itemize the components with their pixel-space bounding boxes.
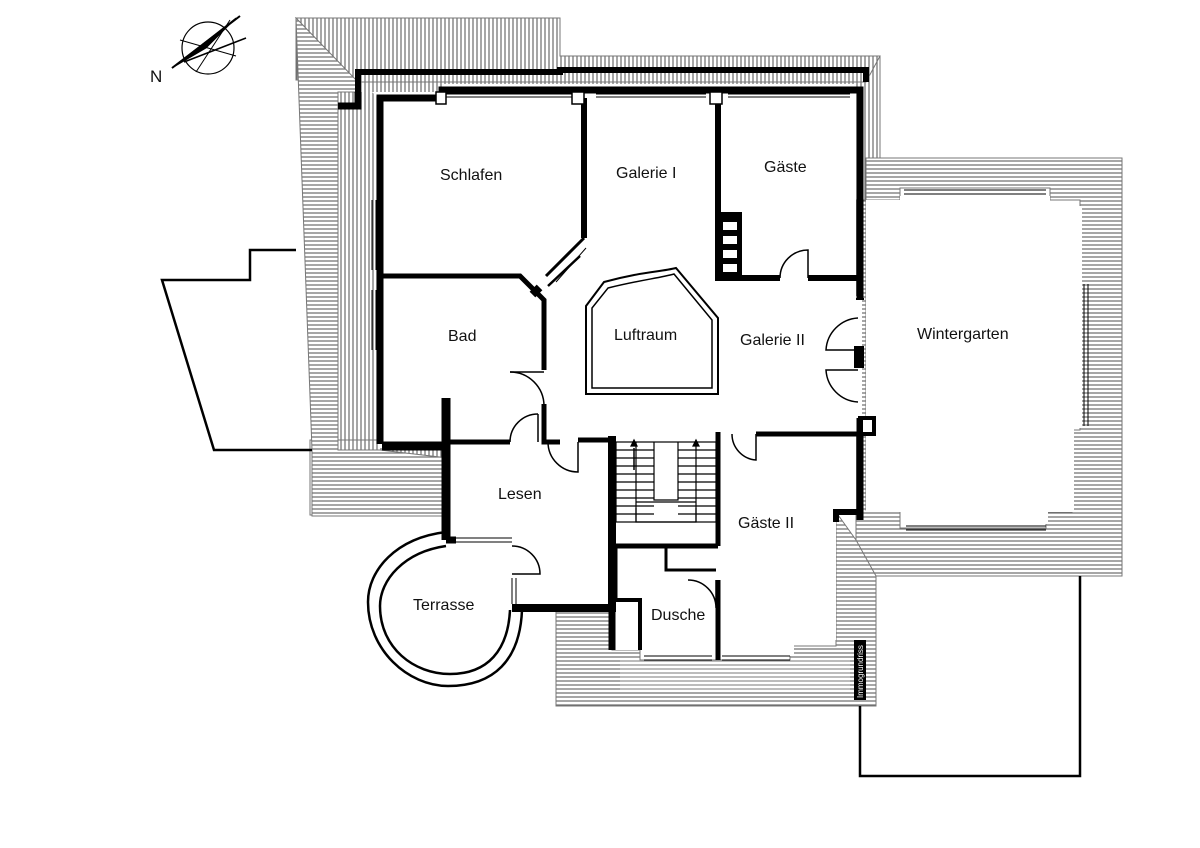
- luftraum-void: [585, 266, 719, 395]
- room-labels: Schlafen Galerie I Gäste Bad Luftraum Ga…: [413, 159, 1009, 624]
- staircase: [615, 438, 717, 523]
- wall-schlafen-bad: [380, 273, 547, 370]
- compass-icon: [171, 15, 247, 75]
- doors: [509, 247, 859, 609]
- room-label-schlafen: Schlafen: [440, 167, 502, 184]
- windows: [371, 93, 1089, 661]
- wall-dusche: [612, 598, 642, 650]
- room-label-terrasse: Terrasse: [413, 597, 474, 614]
- north-label: N: [150, 67, 162, 86]
- room-label-dusche: Dusche: [651, 607, 705, 624]
- room-label-lesen: Lesen: [498, 486, 542, 503]
- room-label-gaeste: Gäste: [764, 159, 807, 176]
- chimney: [718, 212, 742, 280]
- posts: [435, 91, 876, 436]
- room-label-bad: Bad: [448, 328, 476, 345]
- room-label-wintergarten: Wintergarten: [917, 326, 1009, 343]
- room-label-gaeste-2: Gäste II: [738, 515, 794, 532]
- room-label-galerie-2: Galerie II: [740, 332, 805, 349]
- balcony-left: [160, 248, 312, 452]
- terrasse-balcony: [366, 530, 524, 688]
- room-label-galerie-1: Galerie I: [616, 165, 676, 182]
- watermark-text: Immogrundriss: [856, 645, 865, 698]
- room-label-luftraum: Luftraum: [614, 327, 677, 344]
- outer-wall-top-roofline: [355, 67, 869, 92]
- balcony-bottom-right: [858, 576, 1082, 778]
- watermark-badge: Immogrundriss: [854, 640, 866, 700]
